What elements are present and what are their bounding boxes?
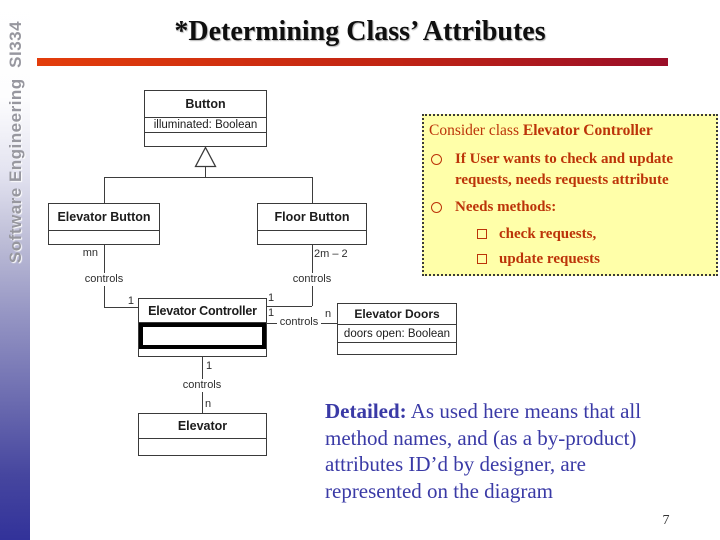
note-bullet-line: If User wants to check and update [455, 151, 674, 167]
detailed-line: represented on the diagram [325, 478, 553, 503]
class-empty-compartment [139, 439, 266, 455]
note-bullet-item: Needs methods: [424, 197, 716, 218]
sidebar-strip: Software Engineering SI334 [0, 0, 30, 540]
class-name: Elevator Doors [338, 304, 456, 325]
class-box-elevator-button: Elevator Button [48, 203, 160, 245]
association-label-controls: controls [284, 273, 340, 286]
page-number: 7 [662, 513, 670, 528]
detailed-line-text: As used here means that all [406, 399, 642, 423]
class-empty-compartment [338, 343, 456, 354]
note-sub-bullet-item: update requests [424, 249, 716, 270]
multiplicity-label: 2m – 2 [314, 248, 348, 260]
note-bullet-text: If User wants to check and update reques… [455, 149, 673, 191]
detailed-line: method names, and (as a by-product) [325, 425, 637, 450]
note-bullet-line: requests, needs requests attribute [455, 172, 669, 188]
circle-bullet-icon [431, 154, 442, 165]
class-attribute: doors open: Boolean [338, 325, 456, 343]
note-intro-text: Consider class [429, 122, 523, 139]
association-label-controls: controls [76, 273, 132, 286]
detailed-note: Detailed: As used here means that all me… [325, 398, 710, 504]
class-empty-compartment [139, 349, 266, 356]
multiplicity-label: 1 [268, 292, 275, 304]
class-box-elevator-controller: Elevator Controller [138, 298, 267, 357]
note-bullet-text: Needs methods: [455, 199, 557, 215]
note-intro-class-name: Elevator Controller [522, 122, 653, 139]
class-empty-compartment [49, 231, 159, 244]
detailed-line: Detailed: As used here means that all [325, 398, 710, 425]
multiplicity-label: mn [82, 247, 98, 259]
multiplicity-label: 1 [206, 360, 213, 372]
connector-line [104, 178, 105, 203]
slide-title: *Determining Class’ Attributes [174, 16, 546, 47]
connector-line [312, 178, 313, 203]
title-underline-rule [37, 58, 668, 66]
inheritance-triangle-icon [194, 146, 217, 168]
course-label: Software Engineering SI334 [6, 20, 25, 264]
class-name: Elevator [139, 414, 266, 439]
square-bullet-icon [477, 254, 487, 264]
multiplicity-label: n [205, 398, 212, 410]
multiplicity-label: 1 [127, 295, 134, 307]
association-label-controls: controls [277, 316, 321, 329]
class-name: Elevator Button [49, 204, 159, 231]
note-sub-bullet-text: update requests [499, 251, 600, 267]
association-line [267, 306, 312, 307]
class-box-floor-button: Floor Button [257, 203, 367, 245]
note-sub-bullet-text: check requests, [499, 226, 597, 242]
detailed-line: attributes ID’d by designer, are [325, 452, 586, 476]
detailed-lead: Detailed: [325, 399, 407, 423]
note-bullet-item: If User wants to check and update reques… [424, 149, 716, 191]
class-name: Floor Button [258, 204, 366, 231]
association-label-controls: controls [174, 379, 230, 392]
class-box-elevator-doors: Elevator Doors doors open: Boolean [337, 303, 457, 355]
multiplicity-label: 1 [268, 307, 275, 319]
class-box-button: Button illuminated: Boolean [144, 90, 267, 147]
class-name: Elevator Controller [139, 299, 266, 323]
highlighted-attribute-compartment [139, 323, 266, 349]
association-line [104, 307, 138, 308]
multiplicity-label: n [325, 308, 332, 320]
class-attribute: illuminated: Boolean [145, 118, 266, 133]
class-box-elevator: Elevator [138, 413, 267, 456]
note-box: Consider class Elevator Controller If Us… [422, 114, 718, 276]
connector-line [104, 177, 313, 178]
square-bullet-icon [477, 229, 487, 239]
note-intro: Consider class Elevator Controller [429, 121, 716, 140]
class-empty-compartment [145, 133, 266, 146]
class-empty-compartment [258, 231, 366, 244]
connector-line [205, 167, 206, 177]
note-sub-bullet-item: check requests, [424, 224, 716, 245]
class-name: Button [145, 91, 266, 118]
circle-bullet-icon [431, 202, 442, 213]
